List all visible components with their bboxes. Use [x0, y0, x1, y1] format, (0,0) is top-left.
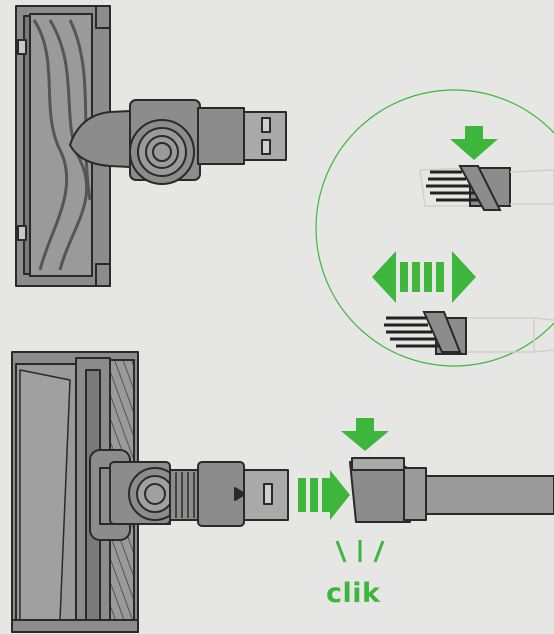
inset-circle — [315, 89, 554, 367]
down-arrow-icon — [341, 418, 389, 451]
wand-tube-icon — [349, 457, 554, 523]
insert-arrow-icon — [298, 470, 350, 520]
crevice-brush-tool-icon — [384, 311, 554, 355]
double-arrow-icon — [372, 251, 476, 303]
down-arrow-icon — [450, 126, 498, 160]
crevice-brush-tool-icon — [419, 165, 554, 211]
cleaner-head-top-view-icon — [15, 5, 287, 287]
cleaner-head-with-neck-icon — [11, 351, 289, 633]
click-sound-label: clik — [326, 578, 381, 609]
click-sound-lines-icon — [335, 540, 385, 563]
